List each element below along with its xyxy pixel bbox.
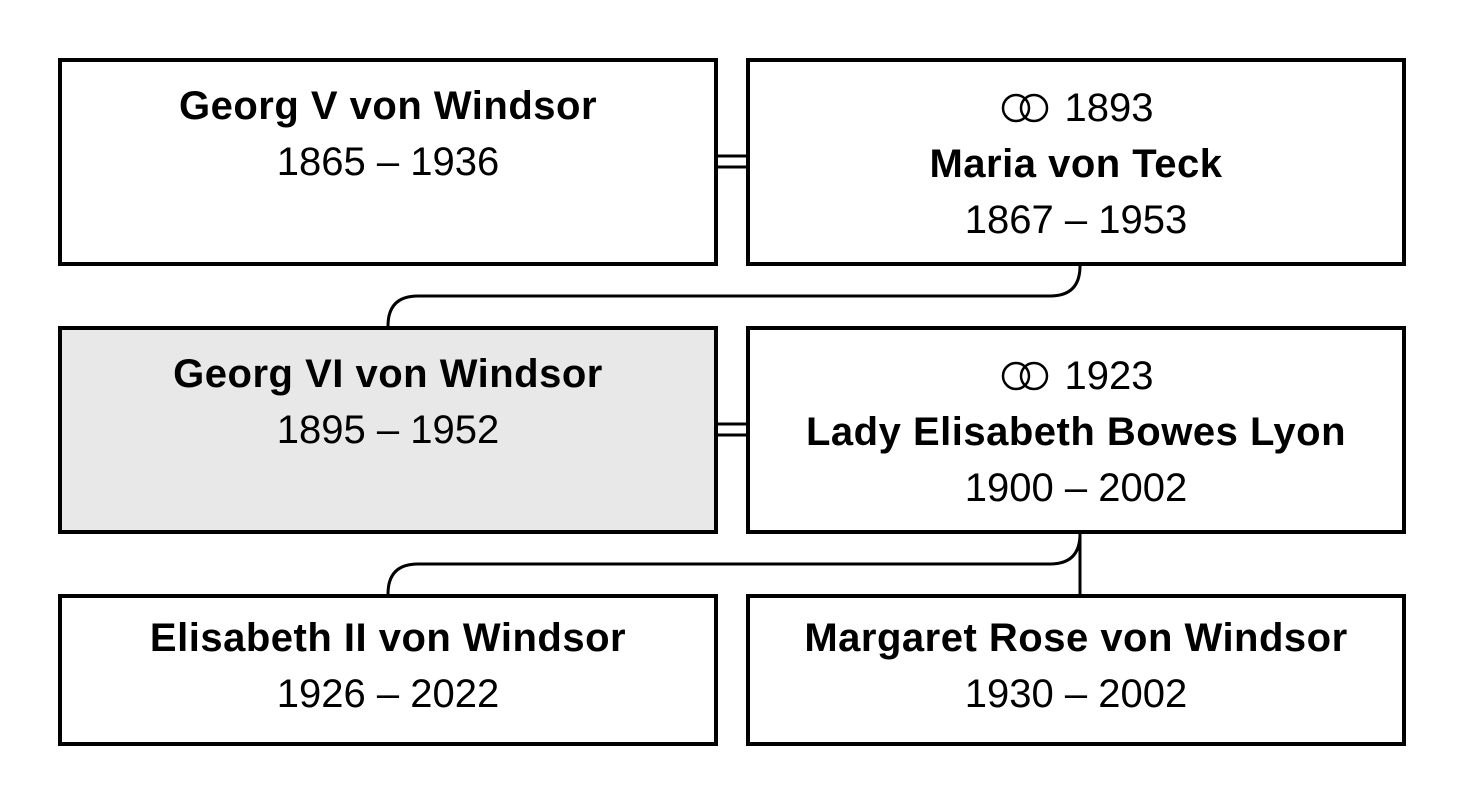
marriage-year: 1893 [1064, 86, 1154, 130]
person-name: Elisabeth II von Windsor [149, 616, 627, 660]
person-dates: 1867 – 1953 [964, 198, 1188, 242]
person-dates: 1895 – 1952 [276, 408, 500, 452]
person-dates: 1865 – 1936 [276, 140, 500, 184]
person-name: Margaret Rose von Windsor [804, 616, 1348, 660]
wedding-rings-icon [999, 360, 1051, 392]
marriage-connector-gen1 [718, 154, 746, 169]
marriage-info: 1923 [750, 348, 1402, 404]
person-dates: 1900 – 2002 [964, 466, 1188, 510]
person-elisabeth-bowes-lyon[interactable]: 1923 Lady Elisabeth Bowes Lyon 1900 – 20… [746, 326, 1406, 534]
person-georg-v[interactable]: Georg V von Windsor 1865 – 1936 [58, 58, 718, 266]
descent-connector-gen1 [386, 265, 1082, 327]
wedding-rings-icon [999, 92, 1051, 124]
marriage-connector-gen2 [718, 422, 746, 437]
marriage-info: 1893 [750, 80, 1402, 136]
person-dates: 1926 – 2022 [276, 672, 500, 716]
person-name: Lady Elisabeth Bowes Lyon [805, 410, 1347, 454]
person-maria-von-teck[interactable]: 1893 Maria von Teck 1867 – 1953 [746, 58, 1406, 266]
person-elisabeth-ii[interactable]: Elisabeth II von Windsor 1926 – 2022 [58, 594, 718, 746]
marriage-year: 1923 [1064, 354, 1154, 398]
person-georg-vi[interactable]: Georg VI von Windsor 1895 – 1952 [58, 326, 718, 534]
descent-connector-gen2-left [386, 533, 1082, 595]
person-margaret-rose[interactable]: Margaret Rose von Windsor 1930 – 2002 [746, 594, 1406, 746]
person-name: Georg V von Windsor [178, 84, 598, 128]
person-name: Maria von Teck [929, 142, 1223, 186]
person-dates: 1930 – 2002 [964, 672, 1188, 716]
person-name: Georg VI von Windsor [173, 352, 603, 396]
